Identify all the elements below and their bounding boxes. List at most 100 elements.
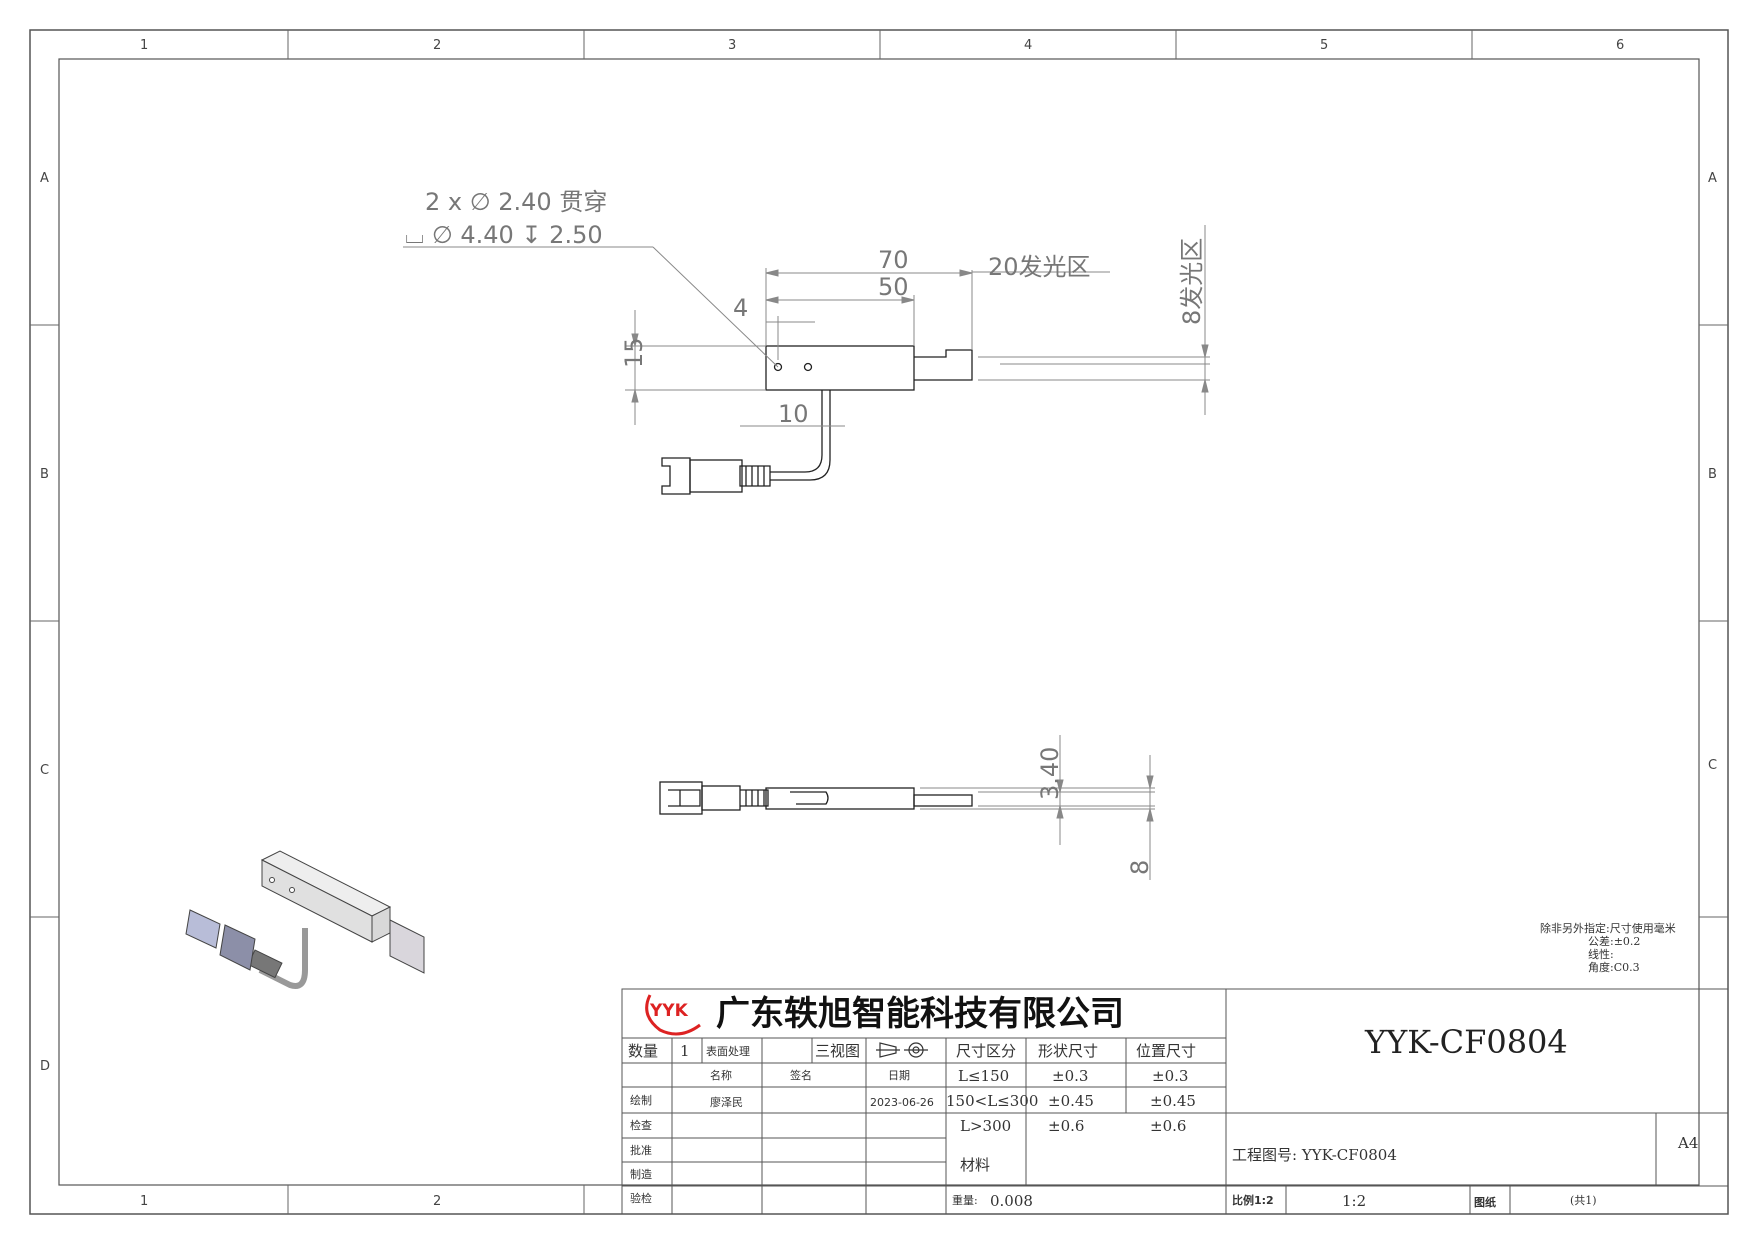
tol-row1-form: ±0.3 — [1052, 1067, 1088, 1085]
hole-callout-line2: ⌴ ∅ 4.40 ↧ 2.50 — [405, 221, 603, 249]
qty-value: 1 — [680, 1042, 690, 1060]
note-tolerance: 公差:±0.2 — [1588, 934, 1640, 948]
weight-label: 重量: — [952, 1193, 978, 1207]
iso-hole-2 — [289, 887, 295, 893]
scale-value: 1:2 — [1342, 1192, 1366, 1210]
zone-row-a-right: A — [1708, 171, 1717, 186]
company-logo: YYK — [645, 994, 701, 1036]
cable — [770, 390, 831, 481]
company-name: 广东轶旭智能科技有限公司 — [716, 994, 1124, 1034]
connector-head — [661, 457, 691, 495]
scale-label: 比例1:2 — [1232, 1193, 1274, 1207]
drawer-name: 廖泽民 — [710, 1095, 743, 1109]
approve-label: 批准 — [630, 1143, 652, 1157]
front-dims — [403, 225, 1210, 427]
top-dims — [920, 735, 1155, 880]
dim-50: 50 — [878, 273, 909, 301]
light-tab — [914, 349, 973, 381]
top-connector-detail — [668, 789, 701, 807]
zone-dividers — [30, 30, 1728, 1214]
dim-70: 70 — [878, 246, 909, 274]
zone-col-1: 1 — [140, 38, 148, 53]
dim-15: 15 — [620, 337, 648, 368]
top-body — [765, 787, 915, 810]
top-connector-body — [701, 785, 741, 811]
iso-connector-head — [185, 909, 221, 949]
tol-header-position: 位置尺寸 — [1136, 1042, 1196, 1060]
make-label: 制造 — [630, 1167, 652, 1181]
isometric-view — [185, 850, 425, 989]
iso-cable — [258, 928, 308, 989]
sheet-label: 图纸 — [1474, 1195, 1496, 1209]
dim-20-light-zone: 20发光区 — [988, 253, 1091, 281]
note-linear: 线性: — [1588, 947, 1614, 961]
zone-row-d: D — [40, 1059, 50, 1074]
tol-row3-position: ±0.6 — [1150, 1117, 1186, 1135]
zone-col-2-bottom: 2 — [433, 1194, 441, 1209]
zone-row-b: B — [40, 467, 49, 482]
tol-row2-range: 150<L≤300 — [946, 1092, 1038, 1110]
top-boot — [740, 789, 769, 807]
projection-symbol-icon — [876, 1042, 928, 1058]
dim-8-light-zone: 8发光区 — [1178, 238, 1206, 325]
tol-row1-range: L≤150 — [958, 1067, 1009, 1085]
top-slot — [790, 791, 829, 805]
top-tab — [913, 794, 973, 807]
inner-frame — [58, 58, 1700, 1186]
material-label: 材料 — [960, 1156, 990, 1174]
cable-boot — [739, 465, 771, 487]
views-label: 三视图 — [815, 1042, 860, 1060]
sheet-total: (共1) — [1570, 1194, 1597, 1207]
zone-row-a: A — [40, 171, 49, 186]
tol-row3-range: L>300 — [960, 1117, 1011, 1135]
zone-row-b-right: B — [1708, 467, 1717, 482]
zone-col-5: 5 — [1320, 38, 1328, 53]
dim-10: 10 — [778, 400, 809, 428]
iso-tab — [389, 919, 425, 974]
connector-body — [689, 459, 743, 493]
dim-3-40: 3.40 — [1036, 747, 1064, 800]
iso-connector — [219, 924, 256, 971]
project-number: 工程图号: YYK-CF0804 — [1232, 1146, 1397, 1164]
logo-text: YYK — [649, 1001, 689, 1021]
zone-col-1-bottom: 1 — [140, 1194, 148, 1209]
zone-col-6: 6 — [1616, 38, 1624, 53]
date-label: 日期 — [888, 1069, 910, 1082]
name-label: 名称 — [710, 1068, 732, 1082]
zone-col-2: 2 — [433, 38, 441, 53]
drawing-date: 2023-06-26 — [870, 1096, 934, 1109]
dim-4: 4 — [733, 294, 748, 322]
tol-row2-form: ±0.45 — [1048, 1092, 1094, 1110]
iso-hole-1 — [269, 877, 275, 883]
mount-hole-2 — [803, 362, 813, 372]
hole-callout-line1: 2 x ∅ 2.40 贯穿 — [425, 188, 607, 216]
title-block-lines — [621, 988, 1729, 1215]
zone-row-c: C — [40, 763, 49, 778]
inspect-label: 验检 — [630, 1191, 652, 1205]
draw-label: 绘制 — [630, 1093, 652, 1107]
tol-row2-position: ±0.45 — [1150, 1092, 1196, 1110]
weight-value: 0.008 — [990, 1192, 1033, 1210]
tol-header-size: 尺寸区分 — [956, 1042, 1016, 1060]
zone-col-4: 4 — [1024, 38, 1032, 53]
drawing-code: YYK-CF0804 — [1364, 1023, 1568, 1061]
mount-hole-1 — [773, 362, 783, 372]
top-connector — [659, 781, 703, 815]
note-unit: 除非另外指定:尺寸使用毫米 — [1540, 921, 1676, 935]
top-view — [659, 781, 973, 815]
tol-row1-position: ±0.3 — [1152, 1067, 1188, 1085]
front-view — [661, 345, 973, 495]
zone-row-c-right: C — [1708, 758, 1717, 773]
paper-size: A4 — [1677, 1134, 1698, 1152]
tol-row3-form: ±0.6 — [1048, 1117, 1084, 1135]
surface-label: 表面处理 — [706, 1044, 750, 1058]
sign-label: 签名 — [790, 1068, 812, 1082]
tol-header-form: 形状尺寸 — [1038, 1042, 1098, 1060]
sensor-body — [765, 345, 915, 391]
qty-label: 数量 — [628, 1042, 658, 1060]
check-label: 检查 — [630, 1118, 652, 1132]
dim-8: 8 — [1126, 860, 1154, 875]
note-angle: 角度:C0.3 — [1588, 960, 1640, 974]
zone-col-3: 3 — [728, 38, 736, 53]
